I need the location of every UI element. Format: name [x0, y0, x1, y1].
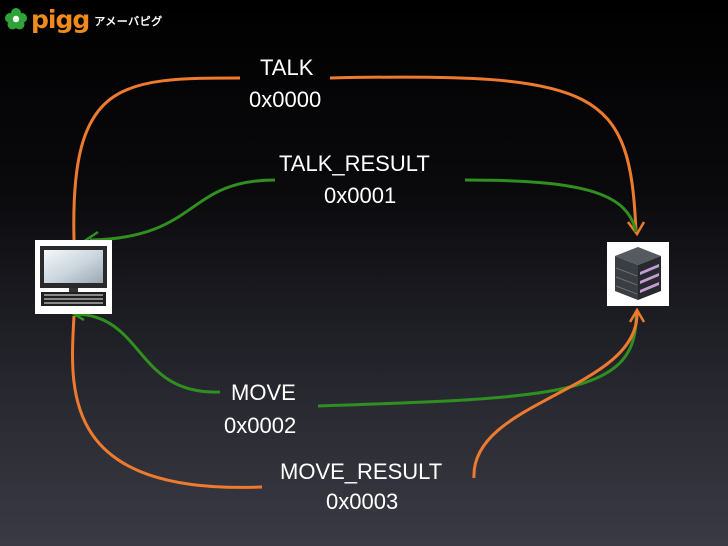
logo-katakana: アメーバピグ [94, 15, 163, 28]
talk-arrowhead [627, 221, 646, 237]
logo-wordmark: pigg [31, 4, 90, 34]
move-arrow [75, 311, 638, 408]
client-computer [35, 240, 112, 314]
talk-label: TALK [260, 55, 314, 80]
move-result-arrowhead [628, 307, 646, 323]
talk-arrow [72, 75, 638, 241]
move-code: 0x0002 [224, 413, 297, 438]
desktop-computer-icon [40, 246, 107, 306]
move-result-label: MOVE_RESULT [280, 459, 443, 484]
talk-result-arrow [89, 178, 638, 242]
pigg-logo: pigg アメーバピグ [4, 4, 163, 34]
move-result-arrow [71, 311, 639, 489]
game-server [607, 242, 669, 306]
talk-result-label: TALK_RESULT [279, 151, 430, 176]
move-result-code: 0x0003 [326, 489, 399, 514]
talk-code: 0x0000 [249, 87, 322, 112]
green-flower-icon [5, 8, 27, 30]
talk-result-code: 0x0001 [324, 183, 397, 208]
move-label: MOVE [231, 380, 296, 405]
server-rack-icon [615, 247, 661, 300]
